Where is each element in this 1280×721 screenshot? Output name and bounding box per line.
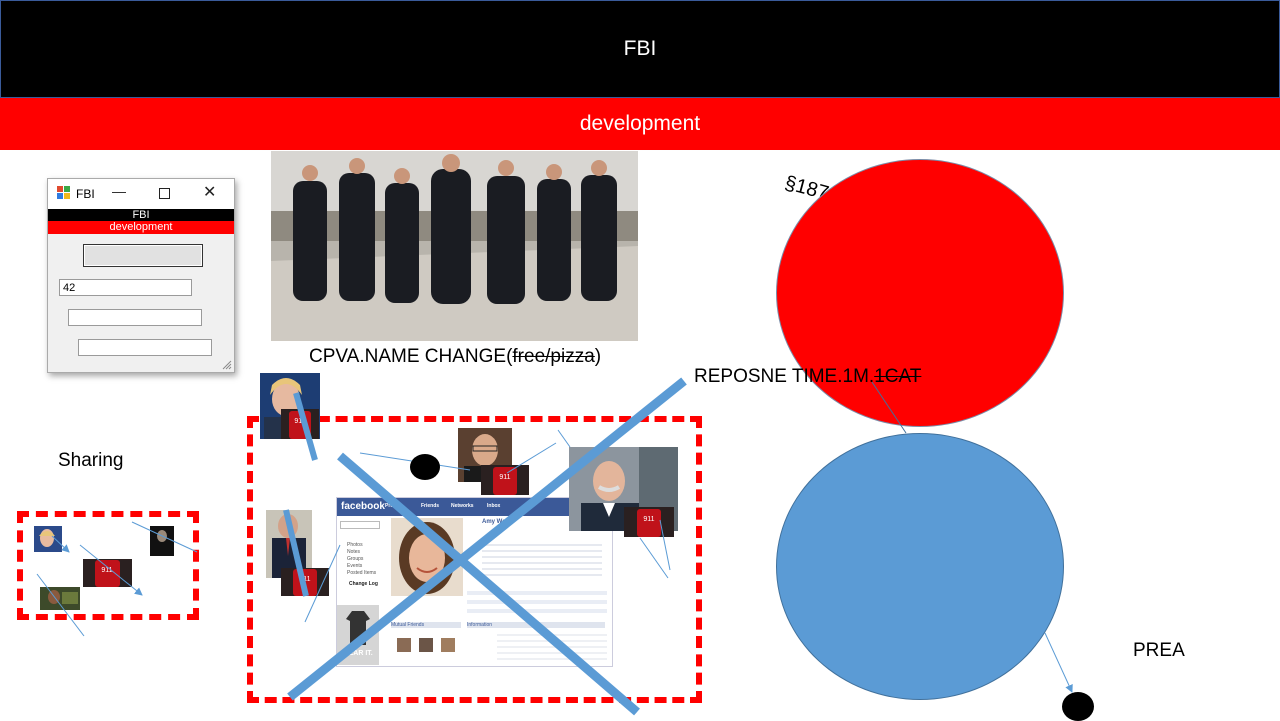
- fb-sidebar-photos: Photos: [347, 542, 363, 548]
- red-circle: [776, 159, 1064, 427]
- resize-grip-icon[interactable]: [222, 360, 232, 370]
- fb-sidebar-groups: Groups: [347, 556, 364, 562]
- fb-section-info: Information: [467, 622, 605, 628]
- window-banner-subtitle: development: [48, 221, 234, 234]
- sharing-dashed-box: [17, 511, 199, 620]
- response-struck: 1CAT: [874, 366, 922, 387]
- phone-911-icon: 911: [281, 568, 329, 596]
- shirt-icon: [346, 611, 370, 645]
- window-banner-title: FBI: [48, 209, 234, 221]
- fb-change-log: Change Log: [349, 581, 378, 587]
- text-field-3[interactable]: [78, 339, 212, 356]
- fb-nav-friends: Friends: [421, 503, 440, 509]
- fb-sidebar-events: Events: [347, 563, 363, 569]
- phone-911-text: 911: [643, 516, 654, 523]
- fb-search-box: [340, 521, 380, 529]
- fb-friend-avatar: [441, 638, 455, 652]
- person-photo-small-dark: [150, 526, 174, 556]
- phone-911-icon: 911: [281, 409, 319, 439]
- fb-interest-lines: [497, 630, 607, 662]
- phone-911-text: 911: [294, 418, 305, 425]
- blue-circle: [776, 433, 1064, 700]
- facebook-brand: facebook: [341, 501, 385, 512]
- window-title: FBI: [76, 187, 95, 201]
- prea-arrow: [1044, 632, 1073, 693]
- app-logo-icon: [57, 186, 70, 199]
- cpva-label: CPVA.NAME CHANGE(free/pizza): [309, 346, 602, 367]
- phone-911-icon: 911: [481, 465, 529, 495]
- window-action-button[interactable]: [83, 244, 203, 267]
- fb-friend-avatar: [419, 638, 433, 652]
- black-dot-bottom-right: [1062, 692, 1094, 721]
- fb-section-friends: Mutual Friends: [391, 622, 461, 628]
- fb-nav-inbox: Inbox: [487, 503, 501, 509]
- cpva-struck: free/pizza: [512, 346, 595, 367]
- number-field[interactable]: 42: [59, 279, 192, 296]
- app-window: FBI — ✕ FBI development 42: [47, 178, 235, 373]
- phone-911-text: 911: [299, 576, 310, 583]
- fb-nav-profile: Profile: [385, 503, 401, 509]
- phone-911-text: 911: [499, 474, 510, 481]
- police-group-photo: [271, 151, 638, 341]
- response-time-label: REPOSNE TIME.1M.1CAT: [694, 366, 922, 387]
- minimize-icon[interactable]: —: [112, 183, 126, 199]
- header-subtitle: development: [0, 98, 1280, 150]
- fb-profile-photo: [391, 518, 463, 596]
- close-icon[interactable]: ✕: [203, 184, 217, 201]
- phone-911-icon: 911: [83, 559, 132, 587]
- header-title: FBI: [0, 0, 1280, 98]
- fb-friend-avatar: [397, 638, 411, 652]
- fb-info-lines: [482, 540, 602, 578]
- fb-sidebar-notes: Notes: [347, 549, 361, 555]
- fb-profile-name: Amy Weller: [482, 519, 515, 525]
- sharing-label: Sharing: [58, 450, 124, 471]
- person-photo-small-man: [40, 587, 80, 610]
- window-titlebar[interactable]: FBI — ✕: [48, 179, 234, 209]
- fb-sidebar-posted: Posted Items: [347, 570, 377, 576]
- text-field-2[interactable]: [68, 309, 202, 326]
- fb-feed-lines: [467, 586, 607, 614]
- phone-911-text: 911: [101, 567, 112, 574]
- fb-ad-text: WEAR IT.: [342, 650, 373, 657]
- prea-label: PREA: [1133, 640, 1185, 661]
- maximize-icon[interactable]: [159, 188, 170, 199]
- phone-911-icon: 911: [624, 507, 674, 537]
- fb-nav-networks: Networks: [451, 503, 474, 509]
- person-photo-small-woman: [34, 526, 62, 552]
- fb-ad-tile: WEAR IT.: [337, 605, 379, 665]
